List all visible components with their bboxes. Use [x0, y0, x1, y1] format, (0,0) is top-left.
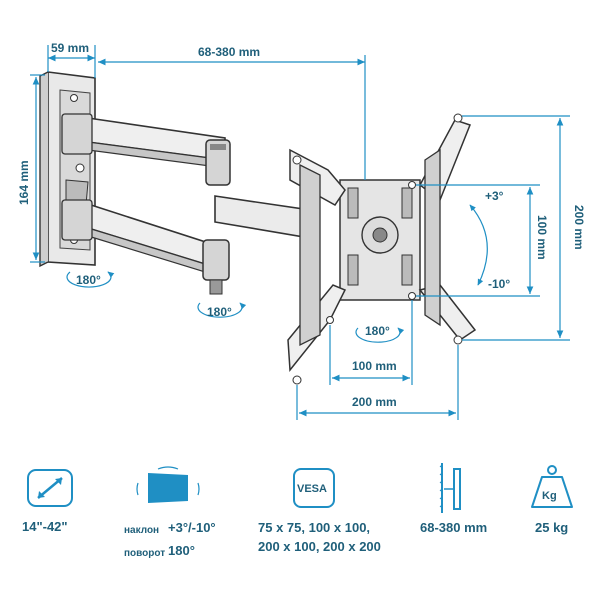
dim-plate-width-inner-label: 100 mm	[352, 359, 397, 373]
dim-wall-height-label: 164 mm	[17, 160, 31, 205]
tilt-down-label: -10°	[488, 277, 510, 291]
weight-icon	[531, 465, 573, 508]
dim-plate-width-outer-label: 200 mm	[352, 395, 397, 409]
wall-distance-value: 68-380 mm	[420, 520, 488, 535]
dim-plate-height-inner-label: 100 mm	[535, 215, 549, 260]
tilt-swivel-icon	[136, 466, 200, 503]
vesa-badge: VESA	[297, 483, 327, 495]
rotation-plate-label: 180°	[365, 324, 390, 338]
screen-size-icon	[27, 469, 73, 507]
wall-distance-icon	[439, 463, 461, 513]
dim-plate-height-outer-label: 200 mm	[572, 205, 586, 250]
tilt-label: наклон	[124, 525, 160, 536]
dimension-lines	[30, 45, 570, 420]
spec-row: 14"-42" наклон +3°/-10° поворот 180° VES…	[0, 455, 600, 595]
vesa-plate	[287, 113, 477, 385]
vesa-icon	[293, 468, 335, 508]
swivel-label: поворот	[124, 548, 166, 559]
screen-size-value: 14"-42"	[22, 519, 68, 534]
tilt-value: +3°/-10°	[168, 520, 216, 535]
dim-depth-label: 59 mm	[51, 41, 89, 55]
vesa-sizes-line2: 200 x 100, 200 x 200	[258, 539, 381, 554]
tilt-up-label: +3°	[485, 189, 504, 203]
rotation-arm-label: 180°	[207, 305, 232, 319]
mount-diagram: 59 mm 68-380 mm 164 mm 200 mm 100 mm 100…	[17, 41, 586, 420]
rotation-wall-label: 180°	[76, 273, 101, 287]
dim-arm-range-label: 68-380 mm	[198, 45, 260, 59]
articulating-arm	[61, 113, 311, 295]
swivel-value: 180°	[168, 543, 195, 558]
weight-value: 25 kg	[535, 520, 569, 535]
weight-badge: Kg	[542, 490, 557, 502]
vesa-sizes-line1: 75 x 75, 100 x 100,	[258, 520, 371, 535]
